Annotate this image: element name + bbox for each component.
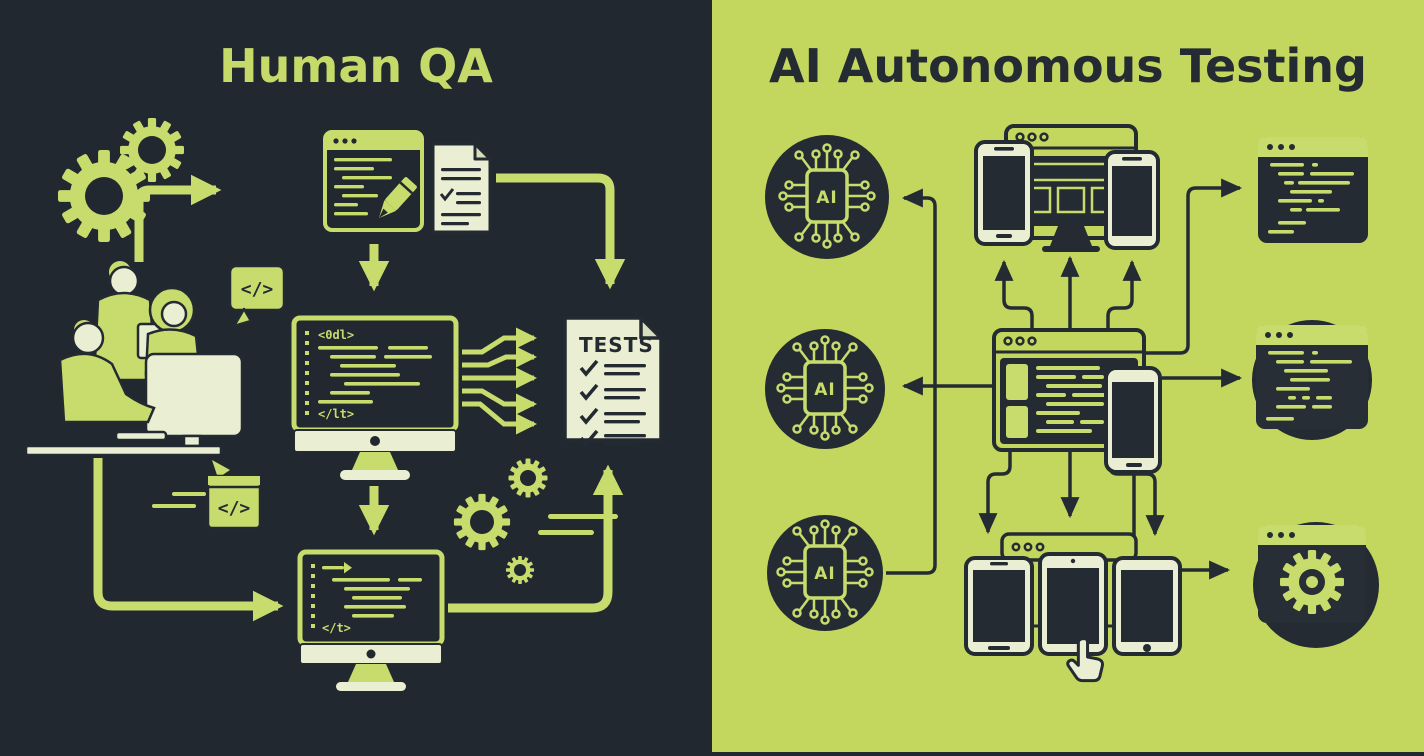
tests-doc: TESTS [563, 316, 663, 447]
cursor-hand-icon [1066, 637, 1104, 683]
gear-window-icon [1253, 522, 1379, 648]
ai-label: AI [816, 188, 837, 208]
code-bubble-bottom-label: </> [218, 498, 251, 519]
log-window-middle-icon [1252, 320, 1372, 440]
code-open-tag: <0dl> [318, 328, 354, 342]
gears-icon [57, 118, 184, 243]
connector-to-log-top [1144, 178, 1243, 355]
pencil-icon [378, 177, 417, 219]
code-bubble-top-label: </> [241, 279, 274, 300]
right-panel-title: AI Autonomous Testing [769, 39, 1367, 93]
tablet-left-icon [964, 556, 1034, 656]
code-tag-box-icon: </> [152, 460, 262, 530]
left-panel-title: Human QA [219, 39, 493, 93]
fork-arrows-to-tests [462, 327, 538, 435]
person-seated [58, 320, 156, 424]
tablet-right-icon [1112, 556, 1182, 656]
ai-chip-node-top: AI [765, 135, 889, 259]
ai-chip-node-bottom: AI [767, 515, 883, 631]
log-window-top-icon [1258, 137, 1368, 243]
automation-gears-icon [453, 458, 618, 585]
ai-label: AI [814, 380, 835, 400]
connector-up-left [994, 259, 1034, 330]
script-monitor-icon: </t> [297, 549, 445, 691]
connector-up-right [1106, 259, 1142, 330]
arrow-team-to-automation [93, 458, 284, 622]
prompt-arrow-icon [322, 562, 352, 574]
check-icon [439, 188, 455, 202]
phone-left-icon [974, 140, 1034, 246]
phone-right-icon [1104, 150, 1160, 250]
arrow-script-to-tests [448, 464, 624, 613]
ai-label: AI [814, 564, 835, 584]
qa-team-illustration [24, 261, 244, 457]
checklist-doc-icon [431, 142, 492, 234]
arrow-team-to-testcase [134, 174, 222, 262]
human-qa-panel: Human QA [0, 0, 712, 752]
desk-monitor-icon [144, 352, 244, 448]
ai-chip-node-middle: AI [765, 329, 885, 449]
connector-down-left [978, 450, 1012, 535]
settings-gear-icon [1280, 550, 1344, 614]
tablet-center-icon [1038, 552, 1108, 656]
arrow-doc-to-tests [496, 173, 626, 290]
tests-doc-title: TESTS [579, 333, 654, 357]
code-speech-bubble-icon: </> [228, 264, 286, 328]
code-monitor-icon: <0dl> </lt> [291, 315, 459, 480]
code-close-tag: </lt> [318, 407, 354, 421]
person-standing [92, 261, 166, 382]
device-trio-top-icon [974, 124, 1160, 252]
hub-phone-icon [1104, 366, 1162, 474]
script-close-tag: </t> [322, 621, 351, 635]
device-row-bottom-icon [964, 532, 1182, 683]
ai-testing-panel: AI Autonomous Testing AI AI AI [712, 0, 1424, 752]
ai-hub-window [992, 328, 1162, 474]
testcase-editor-window [323, 130, 424, 232]
